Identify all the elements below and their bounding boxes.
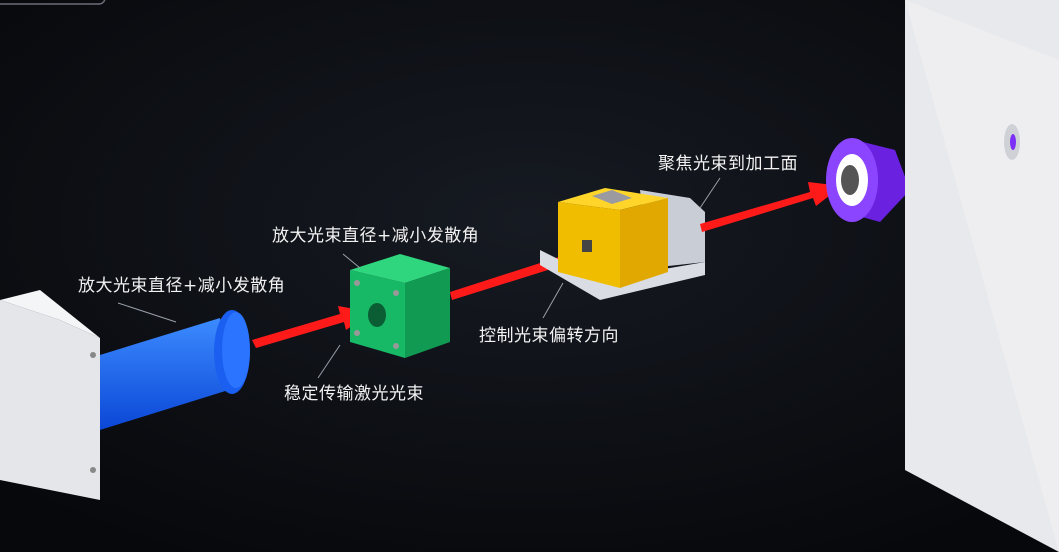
transmission-block bbox=[350, 254, 450, 358]
label-beam-expander-2: 放大光束直径+减小发散角 bbox=[272, 226, 480, 246]
laser-beam-3 bbox=[700, 182, 842, 232]
deflection-block bbox=[540, 188, 705, 300]
laser-housing bbox=[0, 290, 100, 500]
leader-lines bbox=[117, 177, 721, 379]
workpiece-plate bbox=[905, 0, 1059, 552]
beam-expander bbox=[100, 310, 250, 430]
label-beam-expander: 放大光束直径+减小发散角 bbox=[78, 276, 286, 296]
laser-beam-1 bbox=[252, 306, 372, 348]
label-transmission: 稳定传输激光光束 bbox=[284, 384, 424, 404]
label-deflection: 控制光束偏转方向 bbox=[479, 326, 619, 346]
label-focusing: 聚焦光束到加工面 bbox=[658, 154, 798, 174]
top-left-panel-edge bbox=[0, 0, 106, 5]
